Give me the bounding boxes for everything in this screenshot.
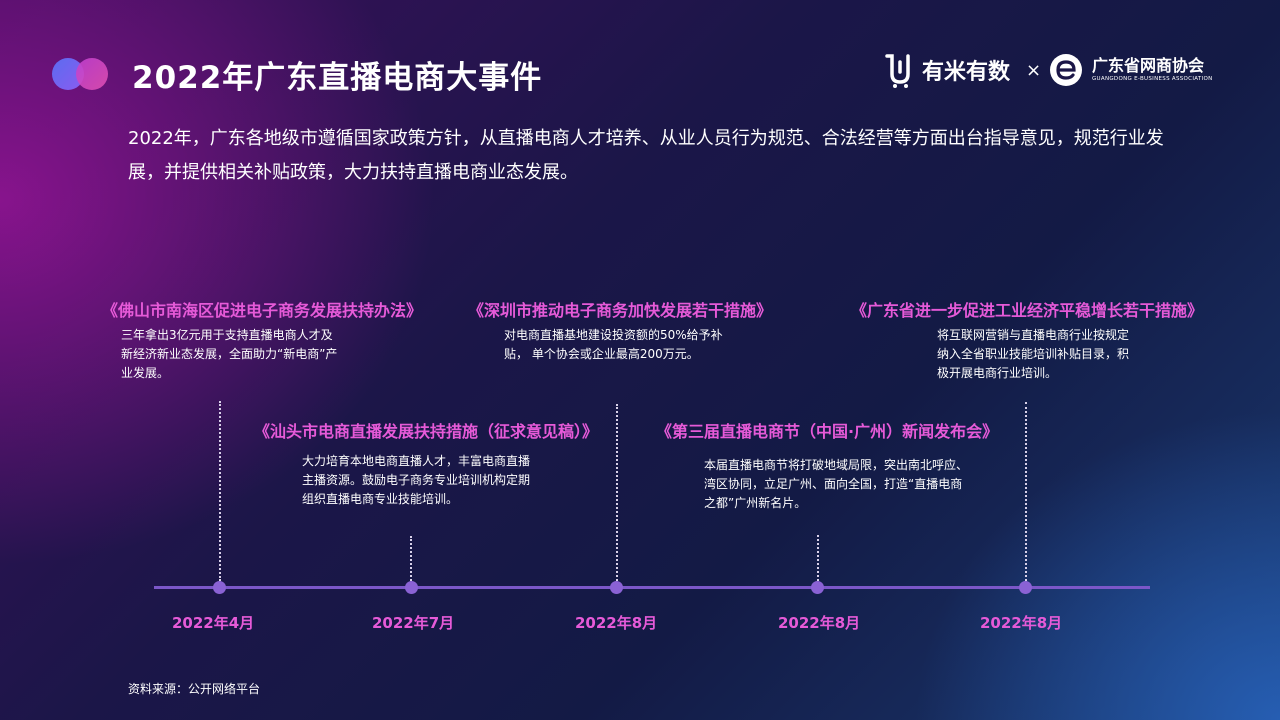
cart-logo-icon (885, 54, 910, 88)
timeline-date-3: 2022年8月 (575, 614, 658, 632)
association-e-icon (1050, 54, 1082, 86)
timeline-date-2: 2022年7月 (372, 614, 455, 632)
timeline-node-5 (1019, 581, 1032, 594)
event-desc-guangzhou: 本届直播电商节将打破地域局限，突出南北呼应、湾区协同，立足广州、面向全国，打造“… (704, 458, 969, 510)
timeline-date-4: 2022年8月 (778, 614, 861, 632)
page-title: 2022年广东直播电商大事件 (132, 60, 543, 96)
timeline-date-1: 2022年4月 (172, 614, 255, 632)
brand-right-name: 广东省网商协会 (1092, 56, 1205, 75)
timeline-date-5: 2022年8月 (980, 614, 1063, 632)
youmi-brand-logo: 有米有数 (884, 50, 1010, 90)
intro-paragraph: 2022年，广东各地级市遵循国家政策方针，从直播电商人才培养、从业人员行为规范、… (128, 128, 1164, 183)
brand-cross: × (1026, 60, 1042, 81)
timeline-node-2 (405, 581, 418, 594)
connector-line-5 (1025, 402, 1027, 581)
timeline-axis (154, 586, 1150, 589)
timeline-node-4 (811, 581, 824, 594)
brand-right-english: GUANGDONG E-BUSINESS ASSOCIATION (1092, 76, 1213, 82)
event-title-foshan: 《佛山市南海区促进电子商务发展扶持办法》 (102, 301, 423, 320)
event-desc-shenzhen: 对电商直播基地建设投资额的50%给予补贴， 单个协会或企业最高200万元。 (504, 328, 723, 361)
timeline-node-3 (610, 581, 623, 594)
event-title-shenzhen: 《深圳市推动电子商务加快发展若干措施》 (468, 301, 773, 320)
event-title-shantou: 《汕头市电商直播发展扶持措施（征求意见稿）》 (254, 422, 599, 441)
connector-line-4 (817, 535, 819, 581)
data-source-note: 资料来源：公开网络平台 (128, 682, 261, 696)
event-desc-foshan: 三年拿出3亿元用于支持直播电商人才及新经济新业态发展，全面助力“新电商”产业发展… (121, 328, 338, 380)
brand-left-name: 有米有数 (922, 60, 1011, 85)
event-title-guangdong: 《广东省进一步促进工业经济平稳增长若干措施》 (851, 301, 1204, 320)
timeline-node-1 (213, 581, 226, 594)
logo-dot-pink (76, 58, 108, 90)
event-title-guangzhou: 《第三届直播电商节（中国·广州）新闻发布会》 (656, 422, 999, 441)
connector-line-3 (616, 404, 618, 581)
association-brand-logo: 广东省网商协会 GUANGDONG E-BUSINESS ASSOCIATION (1048, 50, 1213, 90)
event-desc-shantou: 大力培育本地电商直播人才，丰富电商直播主播资源。鼓励电子商务专业培训机构定期组织… (302, 454, 531, 506)
connector-line-2 (410, 536, 412, 581)
event-desc-guangdong: 将互联网营销与直播电商行业按规定纳入全省职业技能培训补贴目录，积极开展电商行业培… (937, 328, 1130, 380)
connector-line-1 (219, 401, 221, 581)
title-logo-dots (52, 58, 110, 90)
